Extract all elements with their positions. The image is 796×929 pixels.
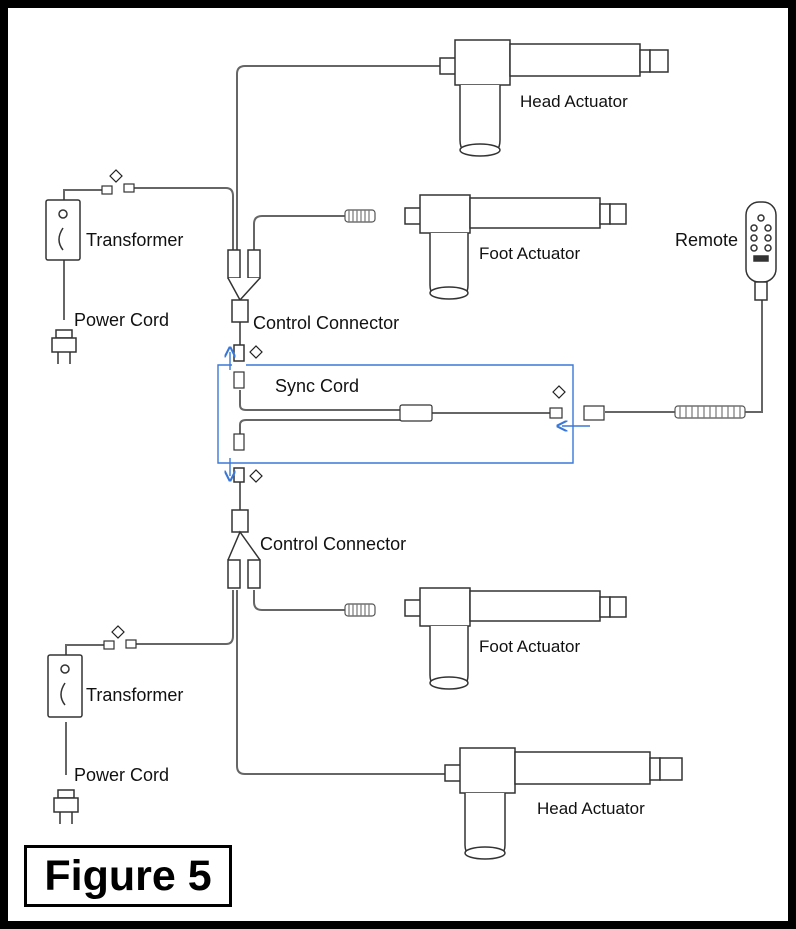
foot-actuator-top-label: Foot Actuator — [479, 244, 581, 263]
head-actuator-top-label: Head Actuator — [520, 92, 628, 111]
sync-cord-highlight — [217, 352, 590, 476]
transformer-bottom — [47, 654, 83, 718]
figure-caption-box: Figure 5 — [24, 845, 232, 907]
head-actuator-bottom — [444, 747, 683, 860]
sync-cord-plugs — [233, 371, 605, 451]
control-connector-top-label: Control Connector — [253, 313, 400, 333]
figure-caption: Figure 5 — [44, 851, 212, 900]
coiled-cords — [344, 209, 746, 617]
transformer-bottom-label: Transformer — [86, 685, 184, 705]
sync-cord-label: Sync Cord — [275, 376, 360, 396]
control-connector-bottom — [227, 467, 261, 589]
clip-icons — [109, 169, 566, 639]
remote-label: Remote — [675, 230, 739, 250]
transformer-top — [45, 199, 81, 261]
head-actuator-bottom-label: Head Actuator — [537, 799, 645, 818]
plug-connectors — [101, 183, 137, 650]
foot-actuator-bottom-label: Foot Actuator — [479, 637, 581, 656]
foot-actuator-top — [404, 194, 627, 300]
power-cord-top-label: Power Cord — [74, 310, 170, 330]
power-cord-bottom-label: Power Cord — [74, 765, 170, 785]
foot-actuator-bottom — [404, 587, 627, 690]
head-actuator-top — [439, 39, 669, 157]
transformer-top-label: Transformer — [86, 230, 184, 250]
power-plug-bottom — [53, 789, 79, 824]
remote — [745, 201, 777, 301]
power-plug-top — [51, 329, 77, 364]
control-connector-bottom-label: Control Connector — [260, 534, 407, 554]
control-connector-top — [227, 249, 261, 362]
